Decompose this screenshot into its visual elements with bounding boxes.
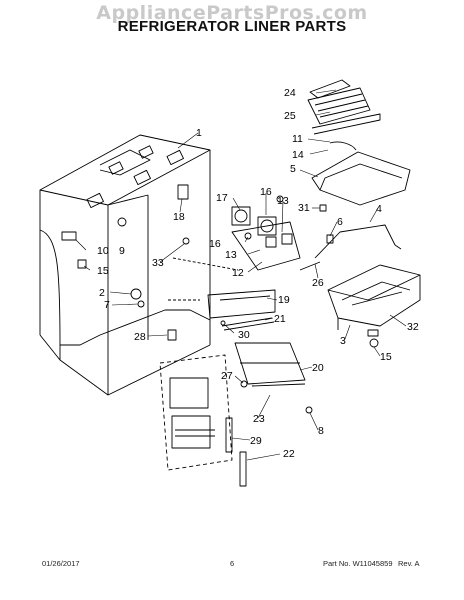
callout-11: 11 (292, 133, 303, 145)
shelf-rails (168, 257, 276, 331)
callout-25: 25 (284, 110, 296, 122)
callout-27: 27 (221, 370, 233, 382)
callout-17: 17 (216, 192, 228, 204)
callout-5: 5 (290, 163, 296, 175)
callout-13: 13 (277, 195, 289, 207)
fan-assembly (231, 195, 301, 271)
lower-drawer-assembly (159, 342, 313, 487)
footer-revision: Rev. A (398, 559, 420, 568)
callout-20: 20 (312, 362, 324, 374)
callout-15b: 15 (380, 351, 392, 363)
callout-19: 19 (278, 294, 290, 306)
callout-28: 28 (134, 331, 146, 343)
callout-16: 16 (260, 186, 272, 198)
callout-13b: 13 (225, 249, 237, 261)
callout-2: 2 (99, 287, 105, 299)
callout-33: 33 (152, 257, 164, 269)
evaporator-assembly (299, 79, 411, 271)
callout-24: 24 (284, 87, 296, 99)
footer-date: 01/26/2017 (42, 559, 80, 568)
callout-22: 22 (283, 448, 295, 460)
callout-26: 26 (312, 277, 324, 289)
callout-7: 7 (104, 299, 110, 311)
callout-labels: 24 25 11 14 5 1 31 6 4 17 16 13 18 16 13… (97, 87, 419, 460)
callout-31: 31 (298, 202, 310, 214)
callout-32: 32 (407, 321, 419, 333)
callout-21: 21 (274, 313, 286, 325)
callout-16b: 16 (209, 238, 221, 250)
callout-30: 30 (238, 329, 250, 341)
callout-10: 10 (97, 245, 109, 257)
page-title: REFRIGERATOR LINER PARTS (117, 18, 347, 35)
cabinet-small-parts (61, 184, 190, 341)
callout-29: 29 (250, 435, 262, 447)
callout-18: 18 (173, 211, 185, 223)
leader-lines (75, 89, 407, 461)
liner-cabinet (39, 134, 211, 396)
callout-14: 14 (292, 149, 304, 161)
callout-12: 12 (232, 267, 244, 279)
callout-15: 15 (97, 265, 109, 277)
callout-3: 3 (340, 335, 346, 347)
callout-9: 9 (119, 245, 125, 257)
callout-8: 8 (318, 425, 324, 437)
callout-6: 6 (337, 216, 343, 228)
callout-4: 4 (376, 203, 382, 215)
footer-page-number: 6 (230, 559, 235, 568)
callout-1: 1 (196, 127, 202, 139)
watermark: AppliancePartsPros.com (96, 2, 368, 24)
footer-part-number: Part No. W11045859 (323, 559, 393, 568)
callout-23: 23 (253, 413, 265, 425)
crisper-drawer-assembly (327, 264, 421, 348)
